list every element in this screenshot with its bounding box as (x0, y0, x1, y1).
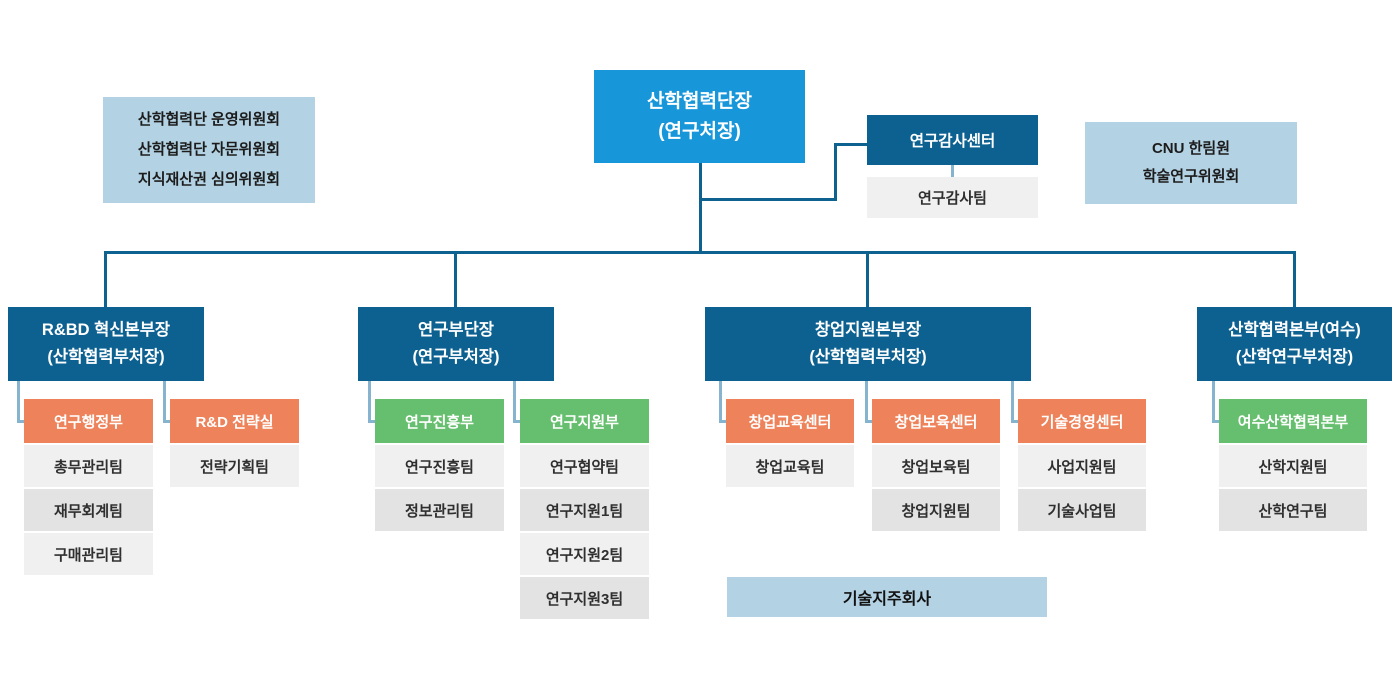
cnu-box: CNU 한림원 학술연구위원회 (1085, 122, 1297, 204)
branch-subtitle: (산학연구부처장) (1235, 348, 1354, 366)
branch-box-yeosu: 산학협력본부(여수) (산학연구부처장) (1197, 307, 1392, 381)
team-cell: 전략기획팀 (170, 445, 299, 487)
branch-subtitle: (연구부처장) (412, 348, 500, 366)
connector-line (368, 381, 371, 423)
team-cell: 연구진흥팀 (375, 445, 504, 487)
dept-column: 여수산학협력본부 산학지원팀 산학연구팀 (1219, 399, 1367, 531)
team-cell: 창업보육팀 (872, 445, 1000, 487)
connector-line (104, 251, 1296, 254)
connector-line (699, 198, 837, 201)
head-subtitle: (연구처장) (658, 120, 741, 142)
team-cell: 연구지원2팀 (520, 533, 649, 575)
team-cell: 정보관리팀 (375, 489, 504, 531)
connector-line (513, 420, 520, 423)
team-cell: 창업교육팀 (726, 445, 854, 487)
branch-title: 창업지원본부장 (814, 321, 922, 339)
dept-header: 연구행정부 (24, 399, 153, 443)
dept-column: R&D 전략실 전략기획팀 (170, 399, 299, 487)
team-cell: 총무관리팀 (24, 445, 153, 487)
connector-line (163, 420, 170, 423)
holding-company-box: 기술지주회사 (727, 577, 1047, 617)
connector-line (1293, 251, 1296, 307)
committees-box: 산학협력단 운영위원회 산학협력단 자문위원회 지식재산권 심의위원회 (103, 97, 315, 203)
branch-title: 산학협력본부(여수) (1228, 321, 1361, 339)
cnu-line: 학술연구위원회 (1142, 168, 1240, 185)
team-cell: 재무회계팀 (24, 489, 153, 531)
branch-box-rbd: R&BD 혁신본부장 (산학협력부처장) (8, 307, 204, 381)
connector-line (866, 251, 869, 307)
connector-line (163, 381, 166, 423)
connector-line (368, 420, 375, 423)
connector-line (1011, 381, 1014, 423)
connector-line (1212, 381, 1215, 423)
team-cell: 기술사업팀 (1018, 489, 1146, 531)
team-cell: 연구지원3팀 (520, 577, 649, 619)
dept-column: 창업교육센터 창업교육팀 (726, 399, 854, 487)
team-cell: 구매관리팀 (24, 533, 153, 575)
team-cell: 연구협약팀 (520, 445, 649, 487)
connector-line (865, 420, 872, 423)
audit-center-label: 연구감사센터 (909, 133, 996, 150)
team-cell: 사업지원팀 (1018, 445, 1146, 487)
connector-line (17, 420, 24, 423)
connector-line (719, 420, 726, 423)
cnu-line: CNU 한림원 (1151, 140, 1231, 157)
connector-line (834, 143, 867, 146)
team-cell: 산학연구팀 (1219, 489, 1367, 531)
connector-line (17, 381, 20, 423)
connector-line (1212, 420, 1219, 423)
connector-line (834, 143, 837, 201)
dept-column: 창업보육센터 창업보육팀 창업지원팀 (872, 399, 1000, 531)
branch-subtitle: (산학협력부처장) (809, 348, 927, 366)
team-cell: 산학지원팀 (1219, 445, 1367, 487)
team-cell: 창업지원팀 (872, 489, 1000, 531)
connector-line (719, 381, 722, 423)
dept-header: R&D 전략실 (170, 399, 299, 443)
committee-line: 지식재산권 심의위원회 (137, 171, 281, 188)
dept-header: 연구지원부 (520, 399, 649, 443)
holding-company-label: 기술지주회사 (842, 591, 932, 608)
head-title: 산학협력단장 (647, 90, 752, 112)
audit-team-label: 연구감사팀 (917, 190, 987, 207)
connector-line (104, 251, 107, 307)
connector-line (454, 251, 457, 307)
dept-header: 연구진흥부 (375, 399, 504, 443)
branch-title: R&BD 혁신본부장 (41, 321, 171, 339)
dept-header: 창업교육센터 (726, 399, 854, 443)
branch-title: 연구부단장 (418, 321, 494, 339)
dept-header: 기술경영센터 (1018, 399, 1146, 443)
dept-column: 기술경영센터 사업지원팀 기술사업팀 (1018, 399, 1146, 531)
dept-header: 창업보육센터 (872, 399, 1000, 443)
head-box: 산학협력단장 (연구처장) (594, 70, 805, 163)
dept-column: 연구행정부 총무관리팀 재무회계팀 구매관리팀 (24, 399, 153, 575)
connector-line (951, 165, 954, 177)
audit-team-box: 연구감사팀 (867, 177, 1038, 218)
team-cell: 연구지원1팀 (520, 489, 649, 531)
branch-box-startup: 창업지원본부장 (산학협력부처장) (705, 307, 1031, 381)
branch-subtitle: (산학협력부처장) (47, 348, 165, 366)
dept-header: 여수산학협력본부 (1219, 399, 1367, 443)
connector-line (1011, 420, 1018, 423)
committee-line: 산학협력단 자문위원회 (137, 141, 281, 158)
branch-box-research: 연구부단장 (연구부처장) (358, 307, 554, 381)
connector-line (865, 381, 868, 423)
committee-line: 산학협력단 운영위원회 (137, 111, 281, 128)
dept-column: 연구진흥부 연구진흥팀 정보관리팀 (375, 399, 504, 531)
connector-line (513, 381, 516, 423)
audit-center-box: 연구감사센터 (867, 115, 1038, 165)
connector-line (699, 163, 702, 252)
dept-column: 연구지원부 연구협약팀 연구지원1팀 연구지원2팀 연구지원3팀 (520, 399, 649, 619)
